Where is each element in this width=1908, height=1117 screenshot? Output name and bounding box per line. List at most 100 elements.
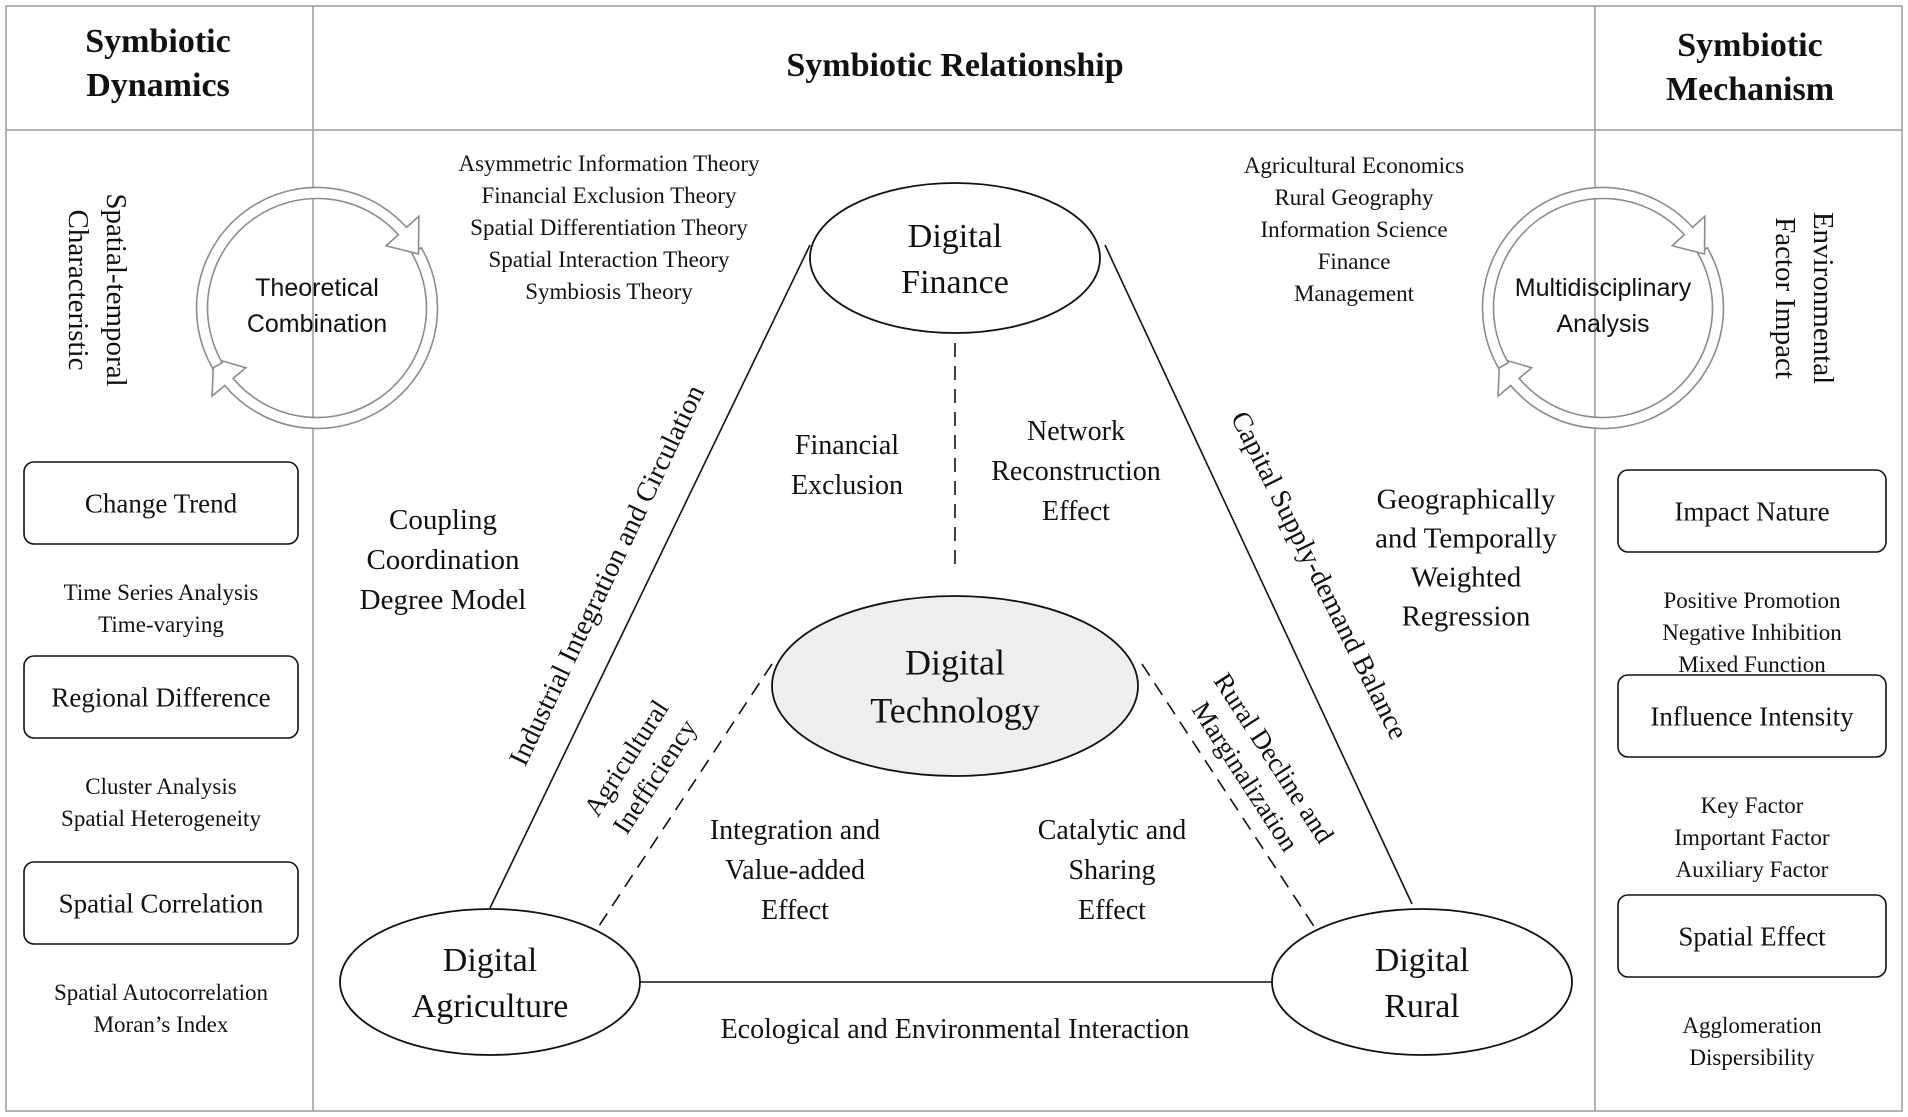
node-digital-agriculture-label-line: Digital (443, 942, 537, 979)
theoretical-combination-label-line: Theoretical (255, 274, 379, 302)
node-digital-agriculture (339, 908, 641, 1056)
left-header-line: Dynamics (86, 67, 230, 104)
right-box-notes-2-line: Dispersibility (1689, 1045, 1815, 1070)
label-catalytic-effect-line: Sharing (1068, 855, 1155, 886)
node-digital-rural-label-line: Rural (1384, 988, 1460, 1025)
edge-finance-rural (1104, 244, 1413, 905)
edge-technology-agriculture (594, 663, 773, 933)
label-gtwr-line: Geographically (1377, 484, 1556, 516)
disciplines-list-line: Rural Geography (1274, 185, 1434, 210)
theoretical-combination-label-line: Combination (247, 310, 387, 338)
node-digital-technology-label-line: Technology (870, 691, 1039, 731)
right-box-label-2-line: Spatial Effect (1678, 921, 1826, 951)
center-header: Symbiotic Relationship (786, 47, 1123, 84)
label-network-reconstruction-line: Effect (1042, 496, 1110, 527)
right-header-line: Mechanism (1666, 71, 1834, 108)
edge-label-capital-balance-line: Capital Supply-demand Balance (1224, 407, 1413, 745)
node-digital-rural-label-line: Digital (1375, 942, 1469, 979)
disciplines-list-line: Management (1294, 281, 1415, 306)
right-box-label-2: Spatial Effect (1678, 921, 1826, 951)
node-digital-finance (809, 182, 1101, 334)
right-box-notes-2-line: Agglomeration (1682, 1013, 1822, 1038)
left-box-notes-0-line: Time-varying (98, 612, 224, 637)
label-network-reconstruction-line: Reconstruction (991, 456, 1161, 487)
right-cycle-arrows-icon (1481, 186, 1725, 430)
right-box-notes-0-line: Positive Promotion (1664, 588, 1841, 613)
right-box-0 (1617, 469, 1887, 553)
left-box-notes-0-line: Time Series Analysis (64, 580, 259, 605)
spatial-temporal-label-line: Spatial-temporal (100, 193, 132, 386)
right-box-label-1: Influence Intensity (1650, 701, 1854, 731)
theories-list-line: Spatial Differentiation Theory (470, 215, 748, 240)
left-cycle-arrows-icon (195, 186, 439, 430)
right-cycle-arrow-upper-icon (1481, 186, 1706, 370)
left-cycle-arrow-lower-icon (211, 246, 439, 430)
label-catalytic-effect-line: Catalytic and (1038, 815, 1187, 846)
edge-label-ecological-interaction: Ecological and Environmental Interaction (721, 1014, 1190, 1045)
left-box-1 (23, 655, 299, 739)
disciplines-list-line: Finance (1318, 249, 1391, 274)
edge-label-industrial-integration: Industrial Integration and Circulation (503, 380, 711, 770)
left-box-notes-1-line: Cluster Analysis (85, 774, 236, 799)
left-header-line: Symbiotic (85, 23, 230, 60)
left-box-label-2-line: Spatial Correlation (59, 888, 264, 918)
label-integration-effect-line: Integration and (710, 815, 880, 846)
edge-finance-agriculture (489, 244, 811, 909)
right-box-notes-1-line: Key Factor (1701, 793, 1804, 818)
node-digital-finance-label-line: Finance (901, 264, 1009, 301)
right-cycle-arrow-lower-icon (1497, 246, 1725, 430)
label-network-reconstruction-line: Network (1027, 416, 1125, 447)
label-coupling-model-line: Degree Model (360, 584, 527, 616)
spatial-temporal-label-line: Characteristic (62, 209, 94, 370)
edge-label-agricultural-inefficiency: AgriculturalInefficiency (578, 694, 704, 840)
environmental-factor-label: EnvironmentalFactor Impact (1769, 212, 1839, 384)
left-box-2 (23, 861, 299, 945)
multidisciplinary-analysis-label-line: Multidisciplinary (1515, 274, 1692, 302)
edge-label-capital-balance: Capital Supply-demand Balance (1224, 407, 1413, 745)
node-digital-rural (1271, 908, 1573, 1056)
label-integration-effect-line: Value-added (725, 855, 865, 886)
label-coupling-model-line: Coupling (389, 504, 497, 536)
right-header-line: Symbiotic (1677, 27, 1822, 64)
label-gtwr-line: Regression (1402, 601, 1531, 633)
right-box-notes-1-line: Important Factor (1674, 825, 1830, 850)
right-box-notes-0-line: Negative Inhibition (1662, 620, 1842, 645)
right-box-2 (1617, 894, 1887, 978)
label-catalytic-effect-line: Effect (1078, 895, 1146, 926)
edge-technology-rural (1141, 663, 1316, 929)
label-financial-exclusion-line: Exclusion (791, 470, 903, 501)
left-box-label-1-line: Regional Difference (51, 682, 270, 712)
left-cycle-arrow-upper-icon (195, 186, 420, 370)
outer-frame (5, 5, 1903, 1112)
left-box-label-1: Regional Difference (51, 682, 270, 712)
center-header-line: Symbiotic Relationship (786, 47, 1123, 84)
label-financial-exclusion-line: Financial (795, 430, 899, 461)
label-gtwr-line: and Temporally (1375, 523, 1557, 555)
node-digital-technology (771, 595, 1139, 777)
theories-list-line: Asymmetric Information Theory (458, 151, 760, 176)
edge-label-industrial-integration-line: Industrial Integration and Circulation (503, 380, 711, 770)
node-digital-technology-label-line: Digital (905, 643, 1005, 683)
multidisciplinary-analysis-label-line: Analysis (1556, 310, 1649, 338)
disciplines-list-line: Information Science (1260, 217, 1447, 242)
right-box-notes-0-line: Mixed Function (1678, 652, 1826, 677)
right-box-1 (1617, 674, 1887, 758)
edge-label-ecological-interaction-line: Ecological and Environmental Interaction (721, 1014, 1190, 1045)
left-box-notes-1-line: Spatial Heterogeneity (61, 806, 261, 831)
right-box-label-0: Impact Nature (1674, 496, 1829, 526)
